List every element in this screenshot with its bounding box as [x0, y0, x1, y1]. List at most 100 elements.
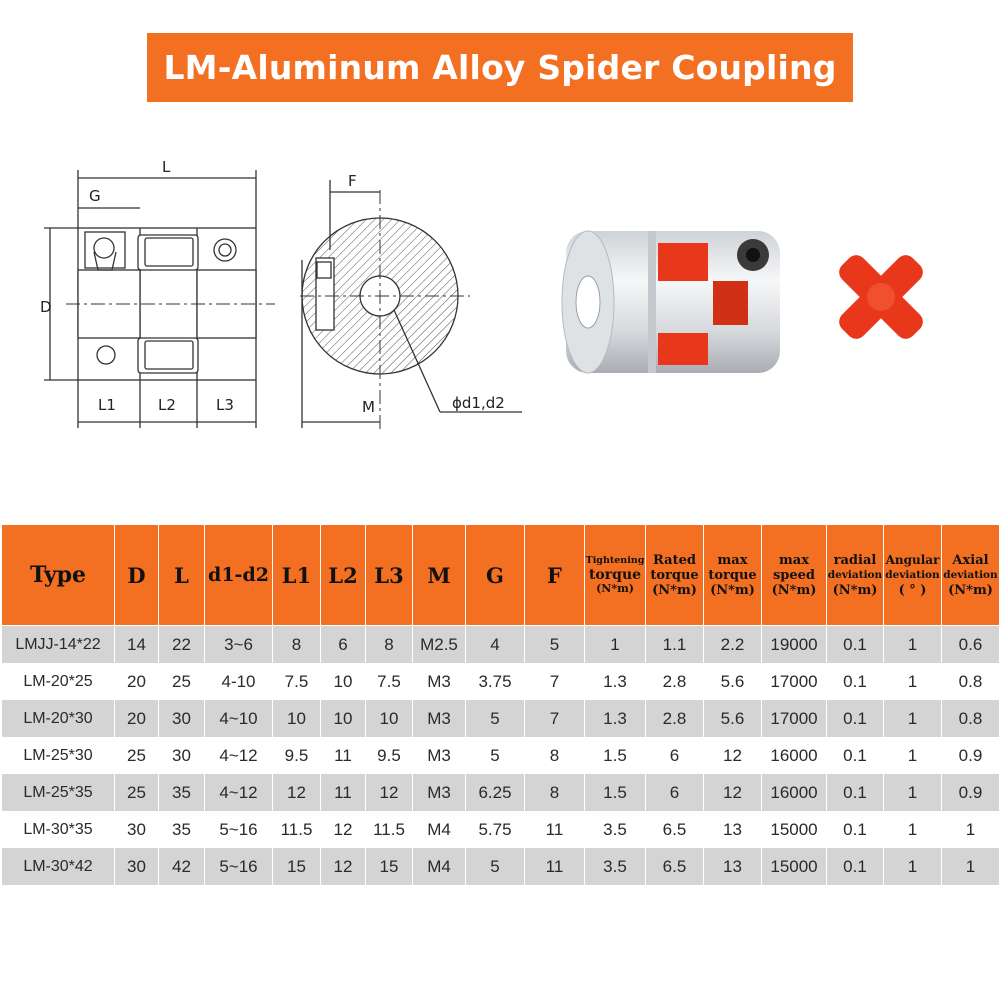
col-header-d: d1-d2	[204, 524, 273, 626]
cell-axial-deviation: 1	[941, 811, 1000, 848]
dim-label-L: L	[162, 158, 171, 176]
cell-M: M3	[412, 663, 466, 700]
cell-L3: 7.5	[365, 663, 413, 700]
cell-D: 25	[114, 774, 159, 811]
cell-L: 42	[158, 848, 205, 885]
col-header-rated-torque: Rated torque (N*m)	[645, 524, 704, 626]
cell-radial-deviation: 0.1	[826, 811, 884, 848]
cell-angular-deviation: 1	[883, 663, 942, 700]
coupling-photo	[561, 230, 780, 374]
cell-M: M2.5	[412, 625, 466, 663]
col-header-max-speed: max speed (N*m)	[761, 524, 827, 626]
cell-type: LM-20*25	[1, 663, 115, 700]
cell-G: 4	[465, 625, 525, 663]
cell-max-torque: 2.2	[703, 625, 762, 663]
cell-tightening-torque: 3.5	[584, 811, 646, 848]
cell-axial-deviation: 0.9	[941, 774, 1000, 811]
cell-type: LMJJ-14*22	[1, 625, 115, 663]
spec-table: Type D L d1-d2 L1 L2 L3 M G F Tightening…	[1, 524, 1000, 885]
cell-max-speed: 17000	[761, 663, 827, 700]
dim-label-L3: L3	[216, 396, 234, 414]
title-banner: LM-Aluminum Alloy Spider Coupling	[147, 33, 853, 102]
cell-max-speed: 16000	[761, 774, 827, 811]
dim-label-M: M	[362, 398, 375, 416]
col-header-L2: L2	[320, 524, 366, 626]
cell-radial-deviation: 0.1	[826, 848, 884, 885]
cell-L3: 12	[365, 774, 413, 811]
cell-rated-torque: 1.1	[645, 625, 704, 663]
cell-L1: 10	[272, 700, 321, 737]
cell-angular-deviation: 1	[883, 774, 942, 811]
cell-max-torque: 5.6	[703, 700, 762, 737]
cell-angular-deviation: 1	[883, 848, 942, 885]
cell-F: 11	[524, 811, 585, 848]
cell-L2: 12	[320, 848, 366, 885]
col-header-G: G	[465, 524, 525, 626]
cell-D: 20	[114, 700, 159, 737]
cell-type: LM-20*30	[1, 700, 115, 737]
cell-radial-deviation: 0.1	[826, 625, 884, 663]
cell-rated-torque: 6	[645, 737, 704, 774]
cell-L2: 11	[320, 737, 366, 774]
cell-M: M3	[412, 774, 466, 811]
cell-axial-deviation: 0.6	[941, 625, 1000, 663]
cell-L1: 12	[272, 774, 321, 811]
cell-G: 5.75	[465, 811, 525, 848]
cell-radial-deviation: 0.1	[826, 663, 884, 700]
cell-D: 25	[114, 737, 159, 774]
cell-d1-d2: 4~12	[204, 737, 273, 774]
cell-angular-deviation: 1	[883, 737, 942, 774]
cell-tightening-torque: 1.3	[584, 663, 646, 700]
col-header-D: D	[114, 524, 159, 626]
cell-L: 30	[158, 700, 205, 737]
cell-L3: 10	[365, 700, 413, 737]
cell-L2: 11	[320, 774, 366, 811]
cell-radial-deviation: 0.1	[826, 737, 884, 774]
cell-G: 5	[465, 700, 525, 737]
cell-tightening-torque: 1.5	[584, 737, 646, 774]
cell-max-torque: 5.6	[703, 663, 762, 700]
cell-L3: 11.5	[365, 811, 413, 848]
col-header-type: Type	[1, 524, 115, 626]
cell-max-speed: 16000	[761, 737, 827, 774]
cell-rated-torque: 6	[645, 774, 704, 811]
cell-D: 14	[114, 625, 159, 663]
dim-label-D: D	[40, 298, 52, 316]
cell-M: M3	[412, 700, 466, 737]
cell-d1-d2: 4~12	[204, 774, 273, 811]
col-header-angular-deviation: Angular deviation ( ° )	[883, 524, 942, 626]
cell-G: 5	[465, 737, 525, 774]
cell-L2: 10	[320, 663, 366, 700]
page-title: LM-Aluminum Alloy Spider Coupling	[163, 48, 837, 87]
cell-d1-d2: 3~6	[204, 625, 273, 663]
cell-M: M3	[412, 737, 466, 774]
cell-radial-deviation: 0.1	[826, 700, 884, 737]
cell-angular-deviation: 1	[883, 625, 942, 663]
cell-tightening-torque: 1.5	[584, 774, 646, 811]
col-header-F: F	[524, 524, 585, 626]
cell-axial-deviation: 0.8	[941, 700, 1000, 737]
cell-tightening-torque: 1	[584, 625, 646, 663]
cell-tightening-torque: 3.5	[584, 848, 646, 885]
cell-F: 8	[524, 774, 585, 811]
cell-radial-deviation: 0.1	[826, 774, 884, 811]
cell-L3: 15	[365, 848, 413, 885]
cell-type: LM-25*35	[1, 774, 115, 811]
dim-label-bore: ϕd1,d2	[452, 394, 505, 412]
cell-F: 8	[524, 737, 585, 774]
dim-label-F: F	[348, 172, 357, 190]
cell-G: 3.75	[465, 663, 525, 700]
cell-axial-deviation: 0.9	[941, 737, 1000, 774]
cell-L: 25	[158, 663, 205, 700]
cell-type: LM-30*35	[1, 811, 115, 848]
cell-d1-d2: 5~16	[204, 848, 273, 885]
cell-rated-torque: 2.8	[645, 700, 704, 737]
cell-max-speed: 19000	[761, 625, 827, 663]
cell-max-speed: 15000	[761, 811, 827, 848]
cell-angular-deviation: 1	[883, 811, 942, 848]
